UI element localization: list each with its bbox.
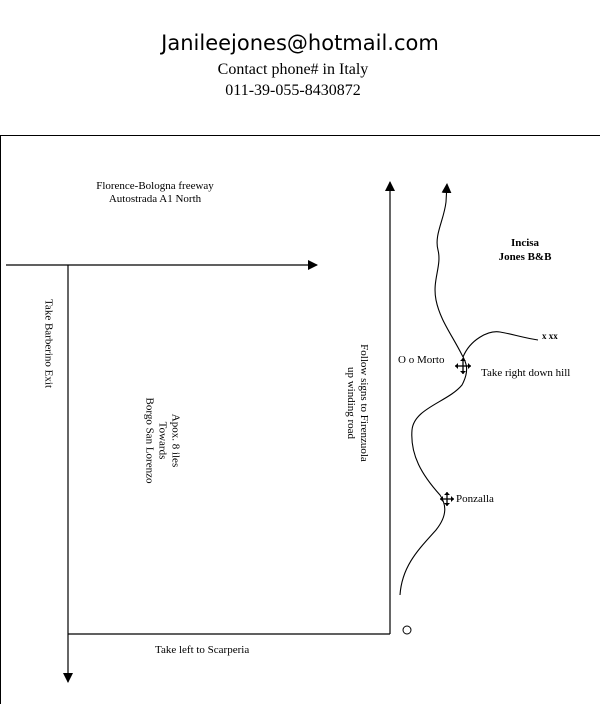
approx-line3: Borgo San Lorenzo: [143, 397, 156, 484]
ponzalla-label: Ponzalla: [456, 493, 494, 505]
junction-marker: [402, 625, 412, 635]
directions-map: [0, 135, 600, 704]
firenzuola-line2: up winding road: [345, 366, 357, 440]
destination-line1: Incisa: [510, 237, 540, 249]
approx-distance-label: Apox. 8 iles Towards Borgo San Lorenzo: [143, 381, 182, 501]
freeway-label-line1: Florence-Bologna freeway: [96, 180, 214, 192]
destination-marks: x xx: [542, 331, 558, 341]
turn-marker-ponzalla: [440, 492, 454, 506]
contact-phone-label: Contact phone# in Italy: [217, 61, 369, 78]
winding-road: [399, 183, 468, 596]
destination-label: Incisa Jones B&B: [488, 236, 562, 264]
freeway-label-line2: Autostrada A1 North: [108, 193, 202, 205]
approx-line2: Towards: [156, 421, 169, 460]
phone-number: 011-39-055-8430872: [225, 82, 361, 99]
destination-line2: Jones B&B: [498, 251, 552, 263]
scarperia-label: Take left to Scarperia: [155, 644, 250, 656]
email-address: Janileejones@hotmail.com: [161, 31, 439, 55]
approx-line1: Apox. 8 iles: [169, 413, 182, 468]
right-down-hill-label: Take right down hill: [481, 367, 571, 379]
firenzuola-line1: Follow signs to Firenzuola: [358, 344, 370, 462]
firenzuola-label: Follow signs to Firenzuola up winding ro…: [344, 323, 370, 483]
side-road-incisa: [462, 331, 539, 358]
morto-label: O o Morto: [398, 354, 445, 366]
barberino-exit-label: Take Barberino Exit: [42, 298, 55, 389]
freeway-label: Florence-Bologna freeway Autostrada A1 N…: [70, 180, 240, 206]
turn-marker-morto: [455, 358, 471, 374]
